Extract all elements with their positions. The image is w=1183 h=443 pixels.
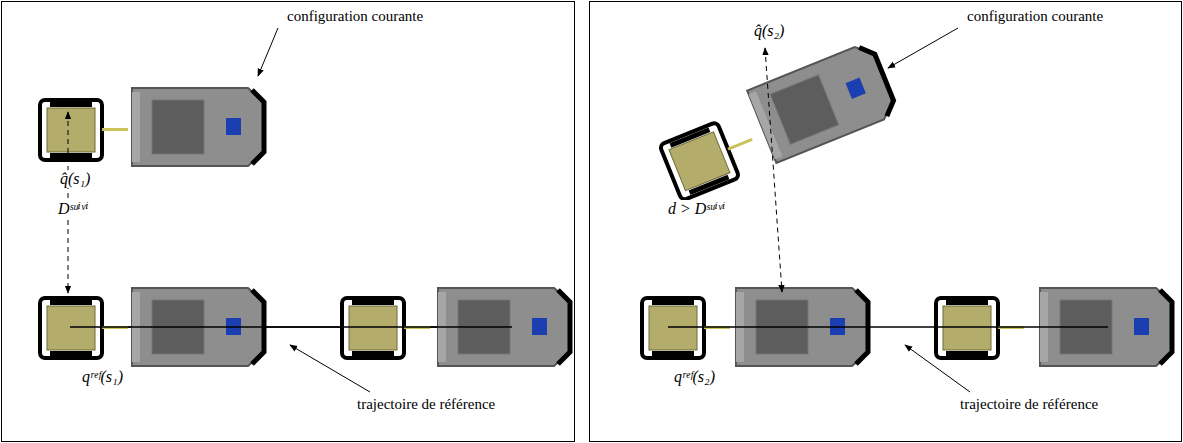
distance-arrow [765, 48, 782, 292]
trailer [936, 298, 1024, 358]
tractor [747, 41, 899, 163]
distance-label: d > Dˢᵘⁱᵛⁱ [666, 200, 727, 218]
panel-frame [590, 2, 1182, 442]
leader-arrow [905, 345, 970, 392]
trailer [342, 298, 430, 358]
leader-arrow [888, 28, 958, 68]
trailer [40, 298, 128, 358]
reference-line [70, 326, 512, 328]
leader-arrow [290, 345, 370, 392]
trailer [659, 112, 763, 201]
config-symbol: q̂(s₁) [58, 170, 92, 188]
config-symbol: q̂(s₂) [752, 22, 786, 40]
reference-line [668, 326, 1108, 328]
tractor [132, 88, 264, 166]
leader-arrow [258, 28, 278, 76]
trailer [642, 298, 730, 358]
reference-line [70, 326, 512, 328]
callout-label: configuration courante [965, 8, 1105, 25]
panel-frame [2, 2, 575, 442]
callout-label: trajectoire de référence [958, 396, 1100, 413]
config-symbol: qʳᵉᶠ(s₁) [80, 368, 125, 386]
callout-label: trajectoire de référence [355, 396, 497, 413]
trailer [40, 100, 128, 160]
callout-label: configuration courante [285, 8, 425, 25]
config-symbol: qʳᵉᶠ(s₂) [672, 368, 717, 386]
distance-label: Dˢᵘⁱᵛⁱ [56, 200, 91, 218]
